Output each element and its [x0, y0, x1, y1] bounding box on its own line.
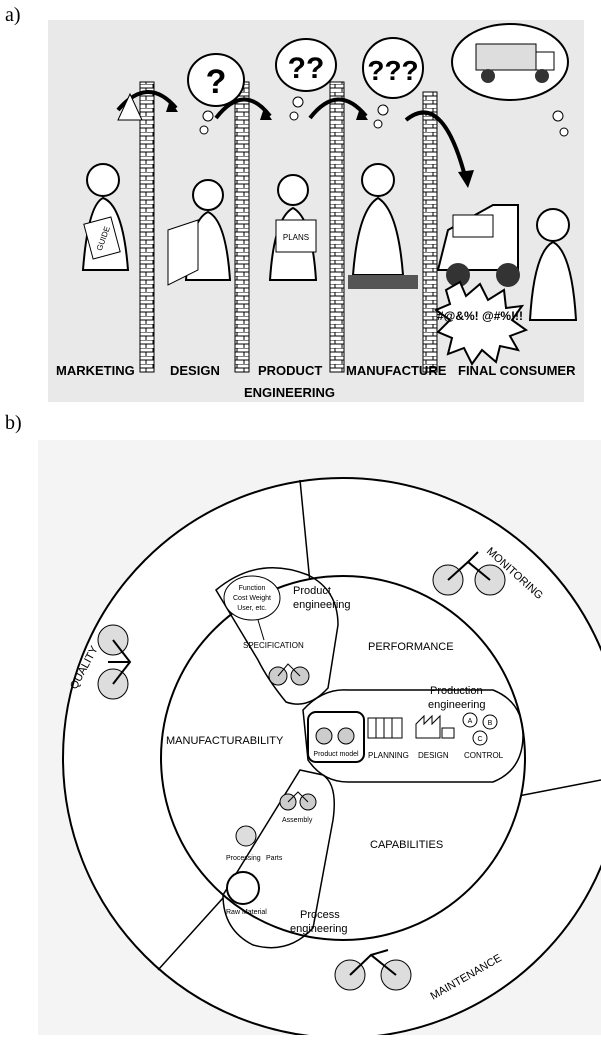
raw-material-circle	[226, 871, 260, 905]
divider-bottom-left	[157, 897, 224, 971]
label-manufacture: MANUFACTURE	[346, 363, 447, 378]
design-icon	[415, 714, 455, 739]
svg-text:Cost Weight: Cost Weight	[233, 595, 271, 602]
bicycle-quality	[97, 624, 132, 700]
product-engineering-person: PLANS	[268, 174, 318, 281]
bicycle-maintenance	[334, 949, 412, 991]
label-assembly: Assembly	[282, 817, 313, 824]
bicycle-monitoring	[432, 551, 506, 596]
lobe-production-engineering	[302, 689, 524, 783]
arrow-over-wall-4	[404, 110, 468, 181]
svg-text:PLANS: PLANS	[283, 233, 309, 242]
label-performance: PERFORMANCE	[368, 641, 454, 653]
divider-right	[507, 779, 601, 799]
label-control: CONTROL	[464, 751, 504, 760]
brick-wall-2	[234, 81, 250, 373]
panel-a-label: a)	[5, 4, 21, 26]
brick-wall-4	[422, 91, 438, 373]
marketing-person: GUIDE	[81, 92, 143, 271]
label-parts: Parts	[266, 855, 283, 862]
panel-b-diagram: QUALITY MONITORING MAINTENANCE Product e…	[38, 440, 601, 1039]
label-production-engineering-1: Production	[430, 685, 483, 697]
label-design: DESIGN	[418, 751, 449, 760]
final-consumer-person	[528, 208, 578, 321]
panel-a-cartoon: ? ?? ???	[48, 20, 584, 402]
thought-bubble-3: ???	[362, 37, 424, 129]
cartoon-svg: ? ?? ???	[56, 23, 578, 400]
planning-icon	[367, 717, 403, 739]
svg-text:User, etc.: User, etc.	[237, 605, 267, 612]
svg-text:B: B	[488, 720, 493, 727]
specification-cloud: Function Cost Weight User, etc.	[223, 575, 281, 621]
label-process-engineering-2: engineering	[290, 923, 348, 935]
thought-bubble-truck	[451, 23, 569, 137]
label-capabilities: CAPABILITIES	[370, 839, 443, 851]
thought-bubble-1: ?	[187, 53, 245, 135]
processing-wheel	[235, 825, 257, 847]
label-engineering: ENGINEERING	[244, 385, 335, 400]
svg-text:Product model: Product model	[313, 751, 359, 758]
control-icon: A B C	[462, 712, 498, 746]
panel-b-label: b)	[5, 412, 22, 434]
svg-text:Function: Function	[239, 585, 266, 592]
pickup-car	[436, 204, 520, 287]
label-process-engineering-1: Process	[300, 909, 340, 921]
brick-wall-1	[139, 81, 155, 373]
bicycle-specification	[268, 663, 310, 686]
label-production-engineering-2: engineering	[428, 699, 486, 711]
label-processing: Processing	[226, 855, 261, 862]
label-design: DESIGN	[170, 363, 220, 378]
label-product-engineering-1: Product	[293, 585, 331, 597]
svg-text:???: ???	[367, 55, 418, 86]
thought-bubble-2: ??	[275, 38, 337, 121]
brick-wall-3	[329, 81, 345, 373]
label-planning: PLANNING	[368, 751, 409, 760]
bicycle-assembly	[279, 791, 317, 811]
svg-text:C: C	[477, 736, 482, 743]
label-product: PRODUCT	[258, 363, 322, 378]
label-final-consumer: FINAL CONSUMER	[458, 363, 576, 378]
product-model-box: Product model	[307, 711, 365, 763]
manufacture-person	[348, 163, 418, 289]
label-marketing: MARKETING	[56, 363, 135, 378]
design-person	[167, 179, 232, 286]
label-manufacturability: MANUFACTURABILITY	[166, 735, 284, 747]
divider-top	[299, 479, 311, 584]
exclamation-text: #@&%! @#%!!!	[437, 309, 523, 323]
label-specification: SPECIFICATION	[243, 641, 304, 650]
svg-text:??: ??	[288, 52, 325, 85]
diagram-svg: QUALITY MONITORING MAINTENANCE Product e…	[38, 440, 601, 1039]
svg-text:?: ?	[206, 63, 227, 101]
svg-text:A: A	[468, 718, 473, 725]
lobe-product-engineering	[215, 566, 339, 705]
exclamation-burst: #@&%! @#%!!!	[433, 280, 529, 366]
label-raw-material: Raw Material	[226, 909, 267, 916]
label-product-engineering-2: engineering	[293, 599, 351, 611]
lobe-process-engineering	[222, 769, 335, 949]
